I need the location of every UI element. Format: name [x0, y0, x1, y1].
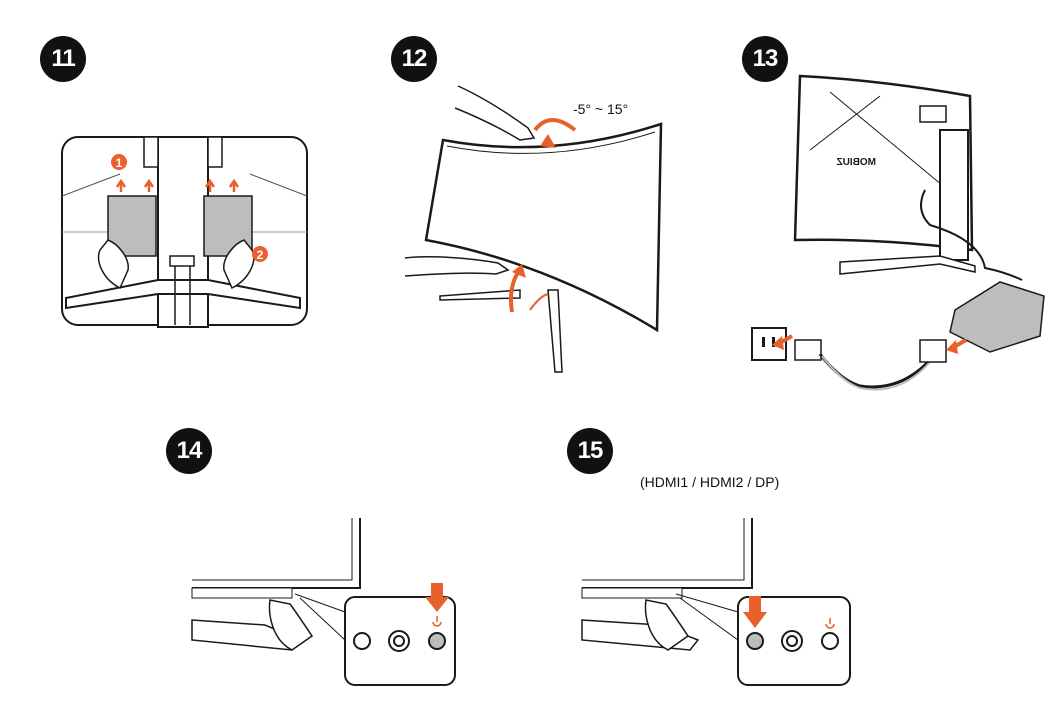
callout-2-text: 2	[257, 248, 264, 262]
power-adapter	[949, 281, 1045, 353]
curved-screen	[424, 122, 663, 333]
power-icon-15	[825, 623, 835, 629]
bottom-hand	[404, 256, 510, 277]
right-cover	[203, 195, 253, 257]
stand-neck	[547, 289, 563, 373]
step-11-badge: 11	[40, 36, 86, 82]
step-15-illustration	[581, 518, 851, 686]
step-15-badge: 15	[567, 428, 613, 474]
power-button-14	[428, 632, 446, 650]
step-12-illustration	[404, 85, 663, 373]
callout-1-badge	[111, 154, 127, 170]
tilt-range-label: -5° ~ 15°	[573, 101, 629, 117]
top-hand	[454, 85, 536, 141]
stand-column	[157, 136, 209, 328]
wall-plug	[794, 339, 822, 361]
step-14-badge: 14	[166, 428, 212, 474]
input-source-label: (HDMI1 / HDMI2 / DP)	[640, 474, 780, 490]
left-hand	[98, 239, 129, 290]
stand-base-13	[839, 255, 976, 275]
step-11-illustration	[61, 136, 308, 328]
callout-1-text: 1	[116, 156, 123, 170]
power-icon	[432, 621, 442, 627]
step-13-badge: 13	[742, 36, 788, 82]
callout-2-badge	[252, 246, 268, 262]
right-hand	[223, 239, 255, 290]
pressing-hand-15	[644, 599, 690, 651]
step-12-badge: 12	[391, 36, 437, 82]
step-14-illustration	[191, 518, 456, 686]
step-13-illustration: MOBIUZ	[751, 74, 1045, 391]
adapter-plug	[919, 339, 947, 363]
pressing-hand-14	[268, 599, 314, 651]
brand-mark: MOBIUZ	[837, 157, 876, 168]
input-button-15	[746, 632, 764, 650]
